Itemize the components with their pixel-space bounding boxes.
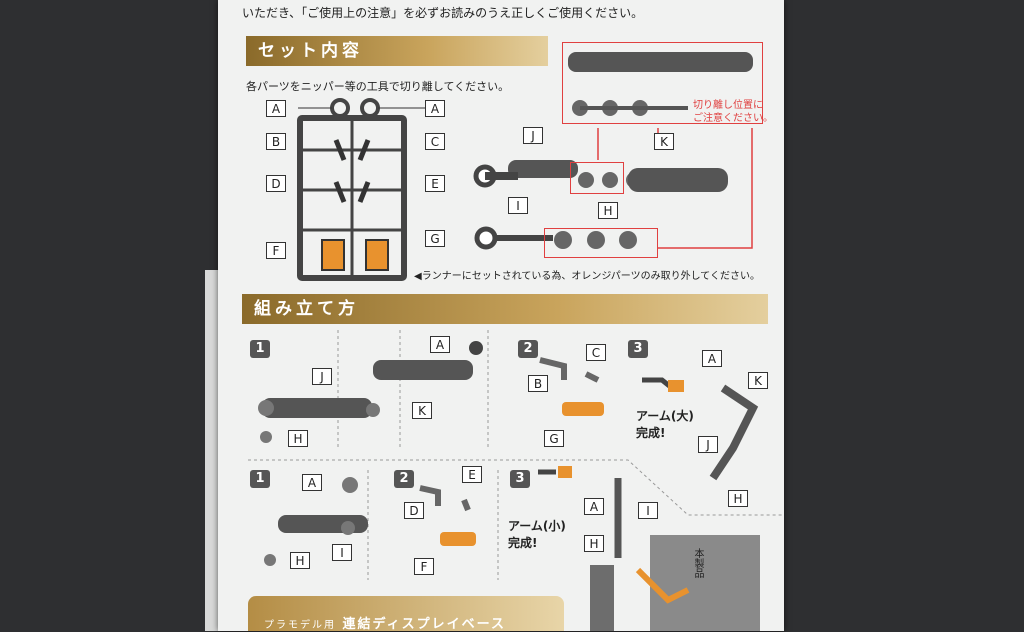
- label-j: J: [523, 127, 543, 144]
- step-1-large: 1: [250, 340, 270, 358]
- assy-label-a4: A: [584, 498, 604, 515]
- cut-warning-line1: 切り離し位置に: [693, 100, 763, 111]
- step-1-small: 1: [250, 470, 270, 488]
- assy-label-j1: J: [312, 368, 332, 385]
- section-contents-header: セット内容: [246, 36, 548, 66]
- label-i: I: [508, 197, 528, 214]
- assy-label-i4: I: [638, 502, 658, 519]
- assy-label-d3: D: [404, 502, 424, 519]
- label-b: B: [266, 133, 286, 150]
- section-assembly-header: 組み立て方: [242, 294, 768, 324]
- step-2-small: 2: [394, 470, 414, 488]
- large-arm-complete-1: アーム(大): [636, 409, 694, 423]
- assy-label-c1: C: [586, 344, 606, 361]
- cut-highlight-jk: [570, 162, 624, 194]
- banner-small-text: プラモデル用: [264, 620, 336, 631]
- instruction-sheet: いただき、「ご使用上の注意」を必ずお読みのうえ正しくご使用ください。 セット内容…: [218, 0, 784, 632]
- cut-instruction: 各パーツをニッパー等の工具で切り離してください。: [246, 80, 510, 93]
- large-arm-complete-2: 完成!: [636, 426, 666, 440]
- small-arm-complete-2: 完成!: [508, 536, 538, 550]
- assy-label-a1: A: [430, 336, 450, 353]
- assy-label-h4: H: [584, 535, 604, 552]
- label-a-left: A: [266, 100, 286, 117]
- assy-label-a3: A: [302, 474, 322, 491]
- label-c: C: [425, 133, 445, 150]
- assy-label-g1: G: [544, 430, 564, 447]
- assy-label-h1: H: [288, 430, 308, 447]
- assy-label-k2: K: [748, 372, 768, 389]
- step-2-large: 2: [518, 340, 538, 358]
- display-base-banner-text: プラモデル用 連結ディスプレイベース: [264, 613, 506, 632]
- cut-highlight-h: [544, 228, 658, 258]
- assy-label-f3: F: [414, 558, 434, 575]
- banner-main-text: 連結ディスプレイベース: [342, 617, 506, 632]
- usage-note-text: いただき、「ご使用上の注意」を必ずお読みのうえ正しくご使用ください。: [242, 6, 644, 20]
- step-3-large: 3: [628, 340, 648, 358]
- assy-label-i3: I: [332, 544, 352, 561]
- display-base-banner: [248, 596, 564, 631]
- label-g: G: [425, 230, 445, 247]
- cut-warning-line2: ご注意ください。: [693, 113, 773, 124]
- assy-label-j2: J: [698, 436, 718, 453]
- small-arm-complete-1: アーム(小): [508, 519, 566, 533]
- assy-label-e3: E: [462, 466, 482, 483]
- label-k: K: [654, 133, 674, 150]
- parts-illustration: [248, 52, 784, 631]
- step-3-small: 3: [510, 470, 530, 488]
- assy-label-h3: H: [290, 552, 310, 569]
- assy-label-b1: B: [528, 375, 548, 392]
- label-f: F: [266, 242, 286, 259]
- label-a-right: A: [425, 100, 445, 117]
- assy-label-a2: A: [702, 350, 722, 367]
- label-d: D: [266, 175, 286, 192]
- assy-label-k1: K: [412, 402, 432, 419]
- runner-note: ◀ランナーにセットされている為、オレンジパーツのみ取り外してください。: [414, 271, 760, 282]
- product-side-text: 本製品: [692, 548, 703, 578]
- label-h: H: [598, 202, 618, 219]
- detail-frame: [562, 42, 763, 124]
- label-e: E: [425, 175, 445, 192]
- assy-label-h2: H: [728, 490, 748, 507]
